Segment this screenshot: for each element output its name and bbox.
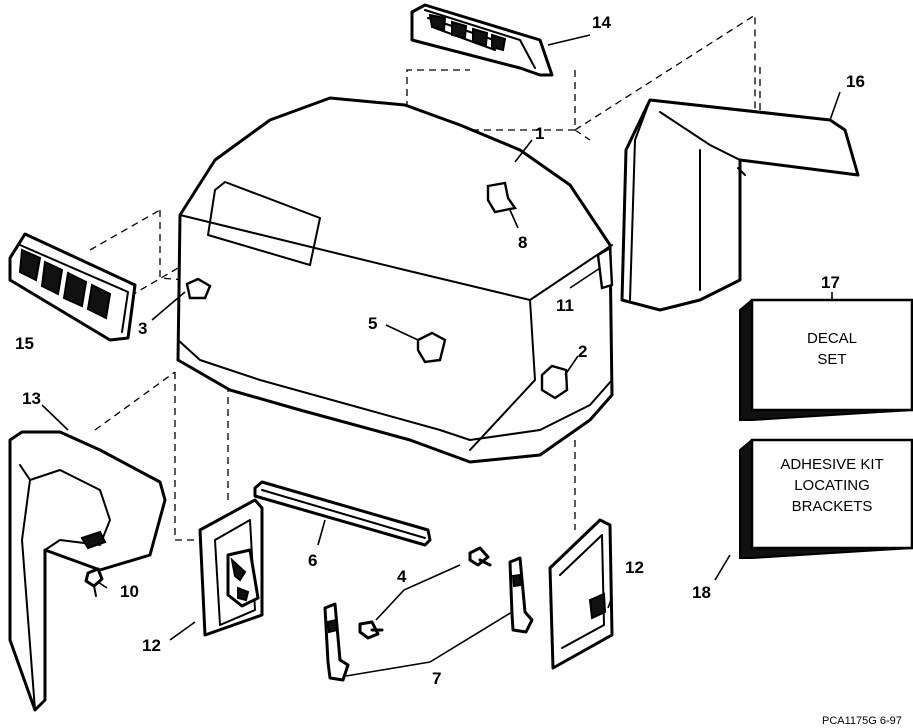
adhesive-kit-box: [739, 438, 913, 559]
callout-12-left: 12: [142, 636, 161, 655]
rubber-strip: [253, 480, 432, 547]
side-vent-grille: [8, 232, 137, 342]
latches-7: [323, 556, 534, 682]
callout-5: 5: [368, 314, 377, 333]
callout-17: 17: [821, 273, 840, 292]
leader-lines: [41, 34, 841, 677]
retaining-clips: [185, 181, 614, 400]
adhesive-line-3: BRACKETS: [792, 498, 873, 515]
callout-6: 6: [308, 551, 317, 570]
callout-7: 7: [432, 669, 441, 688]
figure-code: PCA1175G 6-97: [822, 715, 902, 727]
callout-1: 1: [535, 124, 544, 143]
lower-bracket-left: [198, 498, 264, 637]
callout-8: 8: [518, 233, 527, 252]
decal-line-2: SET: [817, 351, 846, 368]
callout-14: 14: [592, 13, 611, 32]
callout-18: 18: [692, 583, 711, 602]
engine-cover: [176, 96, 614, 464]
lower-left-pan: [8, 430, 167, 712]
callout-16: 16: [846, 72, 865, 91]
decal-line-1: DECAL: [807, 330, 857, 347]
callout-11: 11: [556, 296, 574, 315]
adhesive-line-1: ADHESIVE KIT: [780, 456, 883, 473]
callout-labels: 1 2 3 4 5 6 7 8 10 11 12 12 13 14 15 16 …: [15, 13, 865, 688]
callout-4: 4: [397, 567, 407, 586]
top-vent-grille: [410, 3, 554, 77]
screws-4: [358, 546, 492, 640]
callout-3: 3: [138, 319, 147, 338]
box-labels: DECAL SET ADHESIVE KIT LOCATING BRACKETS: [780, 330, 883, 515]
callout-12-right: 12: [625, 558, 644, 577]
callout-2: 2: [578, 342, 587, 361]
callout-15: 15: [15, 334, 34, 353]
callout-10: 10: [120, 582, 139, 601]
callout-13: 13: [22, 389, 41, 408]
adhesive-line-2: LOCATING: [794, 477, 870, 494]
decal-set-box: [739, 298, 913, 421]
rear-bracket: [620, 98, 860, 312]
lower-bracket-right: [548, 518, 614, 670]
